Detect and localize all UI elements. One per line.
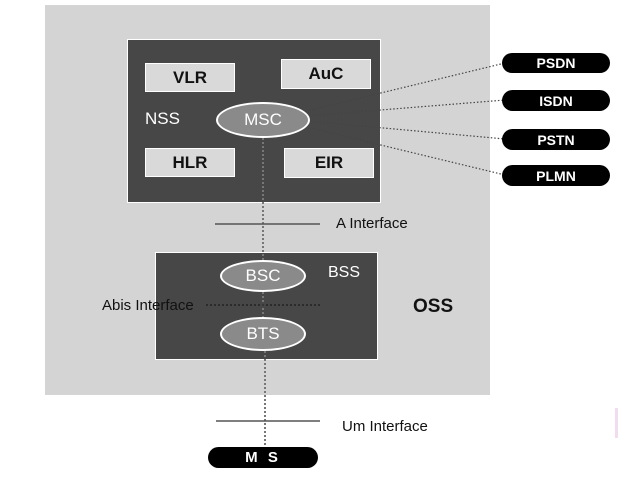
edge-artifact <box>615 408 618 438</box>
oss-label: OSS <box>413 296 454 317</box>
bss-label: BSS <box>328 264 361 281</box>
pstn-network: PSTN <box>502 129 610 150</box>
msc-node: MSC <box>216 102 310 138</box>
msc-pstn-link <box>305 120 506 140</box>
msc-isdn-link <box>305 99 506 117</box>
nss-label: NSS <box>145 109 180 128</box>
bsc-node: BSC <box>220 260 306 292</box>
um-interface-label: Um Interface <box>342 418 428 435</box>
plmn-network: PLMN <box>502 165 610 186</box>
vlr-node: VLR <box>145 63 235 92</box>
bts-node: BTS <box>220 317 306 351</box>
a-interface-label: A Interface <box>336 215 408 232</box>
hlr-node: HLR <box>145 148 235 177</box>
abis-interface-label: Abis Interface <box>102 297 194 314</box>
auc-node: AuC <box>281 59 371 89</box>
eir-node: EIR <box>284 148 374 178</box>
mobile-station-node: M S <box>208 447 318 468</box>
psdn-network: PSDN <box>502 53 610 73</box>
isdn-network: ISDN <box>502 90 610 111</box>
